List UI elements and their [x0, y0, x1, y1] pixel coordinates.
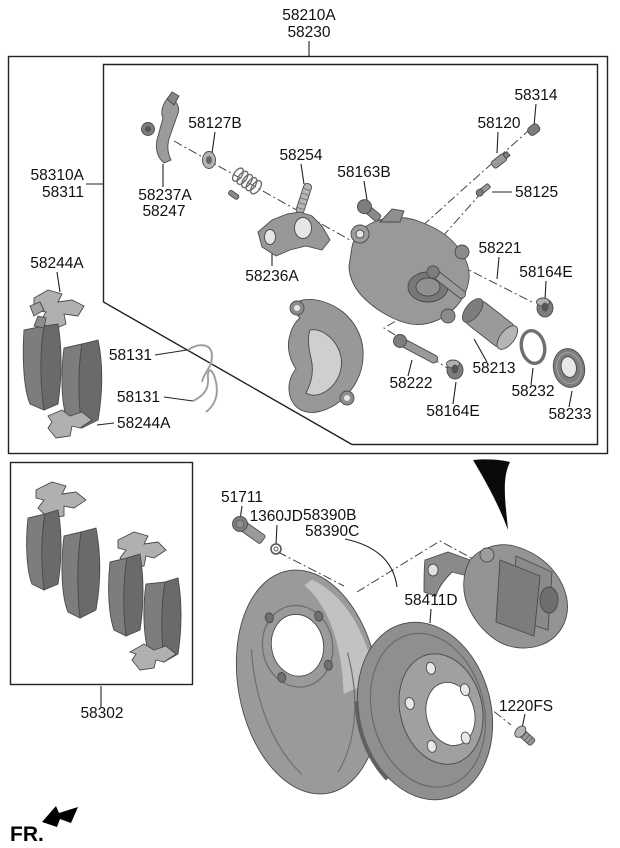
callout-58127B: 58127B [188, 115, 241, 132]
caliper-body [348, 208, 470, 325]
brake-hose [473, 459, 510, 530]
bushing-upper-58164E [536, 297, 554, 318]
pad-retainer-clip-lower [47, 409, 93, 439]
pad-kit-contents [26, 481, 182, 671]
svg-text:58311: 58311 [42, 184, 84, 201]
pad-retainer-clip-upper [29, 289, 85, 331]
callout-58390C: 58390C [305, 523, 359, 540]
caliper-assembly-lower [423, 544, 568, 649]
callout-1360JD: 1360JD [250, 508, 303, 525]
svg-text:58210A: 58210A [282, 7, 336, 24]
callout-58222: 58222 [389, 375, 432, 392]
piston-boot-58233 [552, 348, 586, 388]
mounting-bolt-51711 [232, 516, 266, 544]
callout-58237A: 58237A [138, 187, 192, 204]
caliper-carrier [287, 299, 364, 413]
brake-disc-58411D [354, 621, 494, 801]
svg-text:58247: 58247 [142, 203, 185, 220]
callout-58131-lower: 58131 [117, 389, 160, 406]
svg-text:58310A: 58310A [31, 167, 85, 184]
splash-shield [235, 569, 381, 795]
callout-58310A: 58310A [31, 167, 85, 184]
front-direction-label: FR. [10, 823, 44, 846]
callout-51711: 51711 [221, 489, 263, 506]
callout-58254: 58254 [279, 147, 322, 164]
callout-58125: 58125 [515, 184, 558, 201]
callout-58164E-lower: 58164E [426, 403, 479, 420]
callout-assembly-line1: 58210A [282, 7, 336, 24]
callout-labels: 58210A 58230 58310A 58311 58127B 58237A … [30, 7, 591, 722]
caliper-bolt-58163B [357, 199, 382, 222]
callout-58236A: 58236A [245, 268, 299, 285]
callout-58390B: 58390B [303, 507, 356, 524]
brake-pad-outer-upper [61, 339, 103, 429]
wear-indicator-wires-58131 [187, 344, 218, 413]
callout-assembly-line2: 58230 [287, 24, 330, 41]
svg-text:58237A: 58237A [138, 187, 192, 204]
svg-text:58230: 58230 [287, 24, 330, 41]
callout-58244A-lower: 58244A [117, 415, 171, 432]
small-pin [228, 190, 240, 200]
callout-58302: 58302 [80, 705, 123, 722]
coil-spring [231, 167, 263, 195]
callout-58411D: 58411D [404, 592, 457, 609]
callout-58164E-upper: 58164E [519, 264, 572, 281]
front-direction-arrow-icon [42, 806, 78, 827]
bracket-58236A [257, 211, 331, 257]
piston-seal-58232 [519, 328, 547, 366]
outer-group-box [7, 55, 609, 455]
parking-brake-lever [141, 91, 180, 164]
screw-58125 [475, 183, 491, 197]
disc-screw-1220FS [514, 725, 536, 746]
return-spring-58254 [295, 182, 312, 214]
bleeder-cap-58314 [527, 123, 541, 136]
callout-58213: 58213 [472, 360, 515, 377]
piston-58213 [461, 298, 519, 350]
callout-58163B: 58163B [337, 164, 390, 181]
guide-rod-58222 [393, 334, 439, 364]
bleeder-screw-58120 [490, 151, 511, 169]
callout-58311: 58311 [42, 184, 84, 201]
callout-58232: 58232 [511, 383, 554, 400]
spring-washer-1360JD [270, 543, 282, 555]
callout-58314: 58314 [514, 87, 557, 104]
callout-58247: 58247 [142, 203, 185, 220]
bushing-lower-58164E [446, 359, 464, 380]
callout-58233: 58233 [548, 406, 591, 423]
pad-kit-box [9, 461, 194, 686]
callout-58131-upper: 58131 [109, 347, 152, 364]
callout-58244A-upper: 58244A [30, 255, 84, 272]
brake-pad-inner-upper [22, 315, 62, 411]
callout-58120: 58120 [477, 115, 520, 132]
inner-group-box [102, 63, 599, 446]
lever-washer-58127B [202, 151, 216, 169]
callout-1220FS: 1220FS [499, 698, 553, 715]
guide-rod-58221 [426, 265, 467, 299]
callout-58221: 58221 [478, 240, 521, 257]
